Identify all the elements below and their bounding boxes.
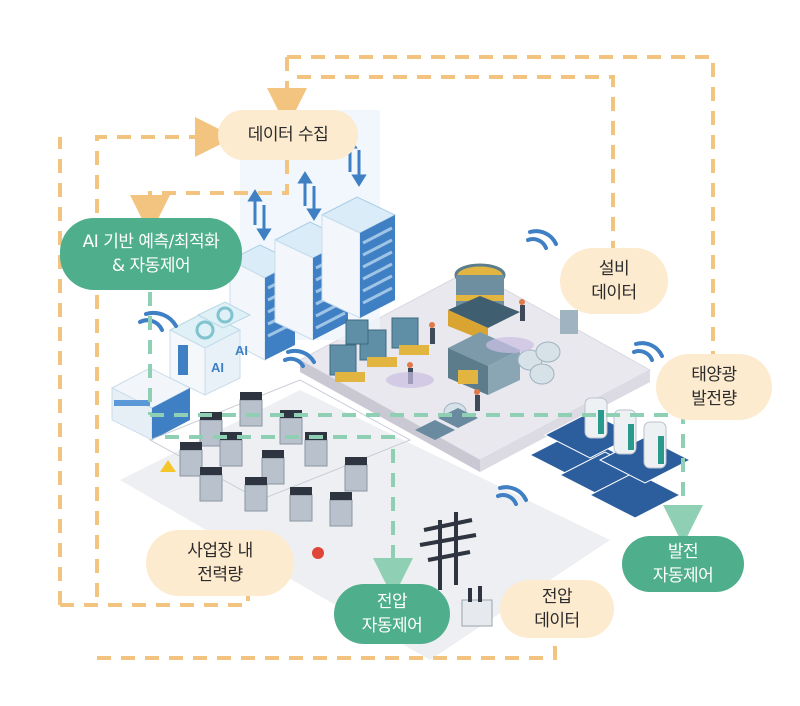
node-label-line1: AI 기반 예측/최적화 (82, 232, 220, 252)
node-equipment-data: 설비 데이터 (560, 248, 668, 314)
node-label-line2: 전력량 (197, 565, 243, 585)
node-label-line2: 자동제어 (361, 616, 423, 636)
ai-box-label-2: AI (235, 343, 248, 358)
flow-solar-to-collection (287, 55, 715, 375)
node-site-power: 사업장 내 전력량 (146, 530, 294, 596)
server-tower-3 (320, 196, 397, 319)
flow-collection-to-ai (130, 160, 289, 235)
ess-tanks (584, 397, 667, 469)
flow-equipment-to-collection (297, 75, 615, 250)
solar-farm (528, 397, 692, 519)
wifi-icons (138, 229, 664, 506)
flow-site-power-to-collection (95, 117, 235, 597)
node-data-collection: 데이터 수집 (218, 110, 358, 160)
ai-box-label-1: AI (211, 360, 224, 375)
node-label-line2: 발전량 (691, 389, 737, 409)
node-label-line1: 전압 (376, 592, 408, 612)
node-solar-generation: 태양광 발전량 (656, 354, 772, 420)
node-label-line1: 발전 (667, 542, 699, 562)
node-voltage-data: 전압 데이터 (500, 580, 614, 638)
transformer-yard (148, 379, 412, 559)
node-label-line1: 전압 (541, 587, 573, 607)
flow-ai-to-generation-control (150, 413, 703, 545)
node-label-line1: 사업장 내 (187, 541, 253, 561)
node-label-line2: 자동제어 (652, 566, 714, 586)
factory-machines (329, 263, 578, 440)
node-voltage-control: 전압 자동제어 (334, 584, 450, 644)
node-label-line2: 데이터 (591, 283, 637, 303)
node-label-line2: & 자동제어 (111, 256, 191, 276)
node-ai-prediction-control: AI 기반 예측/최적화 & 자동제어 (60, 218, 242, 290)
ai-server-boxes: AI AI (168, 301, 252, 396)
node-label-line1: 태양광 (691, 365, 737, 385)
node-generation-control: 발전 자동제어 (622, 536, 744, 592)
flow-voltage-data-loop (97, 635, 557, 660)
node-label: 데이터 수집 (247, 125, 329, 145)
power-pylon (419, 512, 477, 590)
pole-transformer (461, 586, 493, 627)
flow-ai-to-voltage-control (165, 435, 413, 598)
node-label-line2: 데이터 (534, 611, 580, 631)
node-label-line1: 설비 (598, 259, 630, 279)
